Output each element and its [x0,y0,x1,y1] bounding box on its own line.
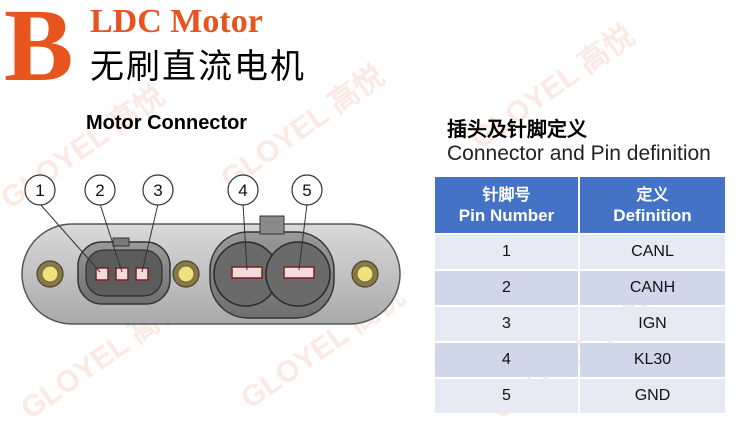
mounting-hole [351,260,379,288]
definition-cell: KL30 [580,343,725,377]
section-letter: B [4,0,74,103]
definition-cell: IGN [580,307,725,341]
page-subtitle-cn: 无刷直流电机 [90,47,306,87]
header-pin-number: 针脚号 Pin Number [435,177,578,233]
table-row: 4 KL30 [435,343,725,377]
table-row: 3 IGN [435,307,725,341]
pin-number-cell: 2 [435,271,578,305]
definition-cell: CANL [580,235,725,269]
mounting-hole [172,260,200,288]
header-pin-number-en: Pin Number [458,206,555,225]
table-row: 5 GND [435,379,725,413]
definition-title-cn: 插头及针脚定义 [447,117,587,141]
power-connector [209,215,335,319]
header-definition: 定义 Definition [580,177,725,233]
table-header-row: 针脚号 Pin Number 定义 Definition [435,177,725,233]
pin-2 [115,267,129,281]
pin-number-cell: 3 [435,307,578,341]
page-title: LDC Motor [90,3,263,40]
pin-callout-1: 1 [35,181,44,200]
header-pin-number-cn: 针脚号 [482,185,531,204]
pin-callout-3: 3 [153,181,162,200]
definition-title-en: Connector and Pin definition [447,142,711,165]
mounting-hole [36,260,64,288]
pin-callout-5: 5 [302,181,311,200]
pin-callout-2: 2 [95,181,104,200]
diagram-title: Motor Connector [86,112,248,134]
connector-diagram: 1 2 3 4 5 [21,174,401,325]
pin-3 [135,267,149,281]
signal-connector [77,237,171,305]
definition-cell: CANH [580,271,725,305]
pin-definition-table: 针脚号 Pin Number 定义 Definition 1 CANL 2 CA… [433,175,727,415]
pin-number-cell: 1 [435,235,578,269]
pin-number-cell: 5 [435,379,578,413]
pin-callout-4: 4 [238,181,247,200]
header-definition-en: Definition [613,206,692,225]
table-row: 2 CANH [435,271,725,305]
pin-number-cell: 4 [435,343,578,377]
table-row: 1 CANL [435,235,725,269]
definition-cell: GND [580,379,725,413]
header-definition-cn: 定义 [636,185,669,204]
